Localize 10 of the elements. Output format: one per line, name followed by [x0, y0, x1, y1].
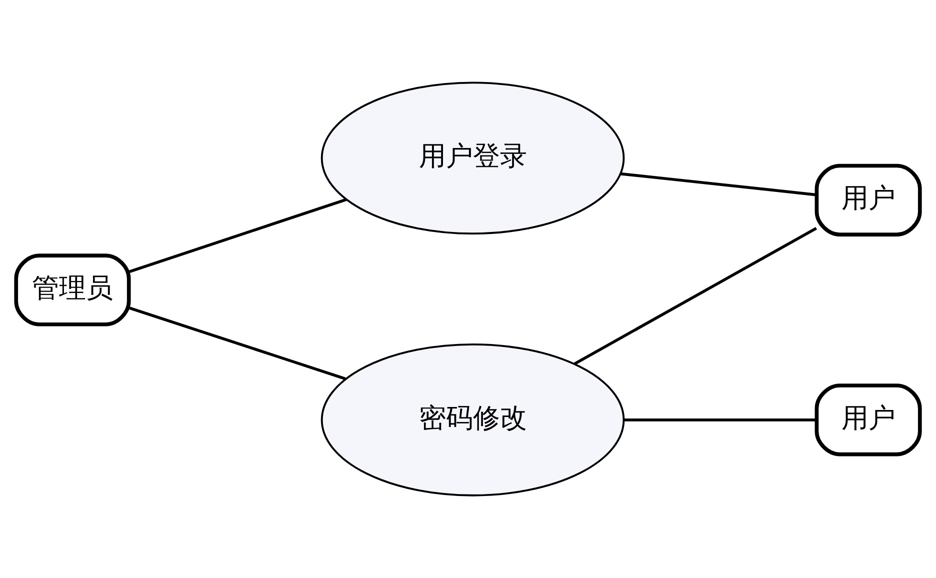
node-ellipse: 用户登录 [320, 82, 625, 235]
connector [574, 226, 818, 366]
node-box: 管理员 [14, 254, 131, 326]
connector [129, 306, 346, 380]
node-box: 用户 [814, 164, 922, 236]
node-box: 用户 [814, 384, 922, 456]
connector [620, 172, 816, 196]
connector [624, 418, 816, 422]
node-ellipse: 密码修改 [320, 343, 625, 496]
connector [129, 198, 347, 273]
